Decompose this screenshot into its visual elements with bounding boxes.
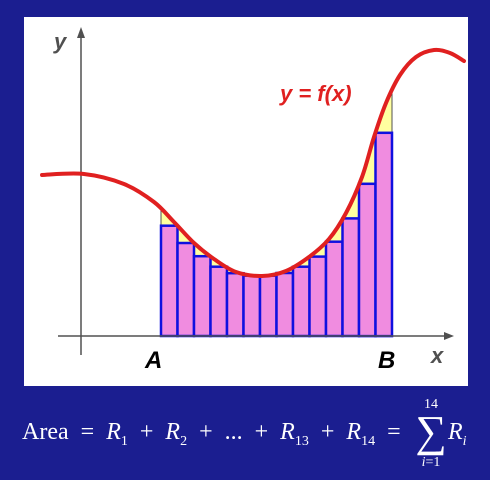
gap-region [210, 256, 227, 267]
subscript-2: 2 [180, 434, 188, 449]
r-symbol: R [106, 419, 121, 445]
plus-sign: + [320, 419, 335, 445]
sum-term-r: R [448, 419, 463, 445]
y-axis-arrow-icon [77, 27, 85, 38]
riemann-rectangle-2 [176, 241, 196, 338]
riemann-rectangle-6 [242, 274, 262, 338]
point-b-label: B [378, 347, 395, 374]
sum-term-subscript: i [462, 434, 467, 449]
sigma-icon: ∑ [415, 407, 447, 456]
subscript-1: 1 [120, 434, 128, 449]
plot-panel: y x A B y = f(x) [24, 17, 468, 386]
point-a-label: A [144, 347, 162, 374]
x-axis-arrow-icon [444, 332, 454, 340]
riemann-rectangle-13 [357, 182, 377, 338]
summation: 14 ∑ i=1 [411, 398, 451, 474]
r-symbol: R [346, 419, 362, 445]
equals-sign: = [387, 419, 401, 445]
y-axis-label: y [53, 29, 68, 54]
gap-region [359, 132, 376, 184]
plus-sign: + [254, 419, 269, 445]
r-symbol: R [280, 419, 295, 445]
riemann-rectangle-9 [291, 265, 311, 338]
plus-sign: + [199, 419, 213, 445]
term-r13: R13 [280, 419, 309, 449]
sum-lower-value: =1 [425, 455, 441, 470]
sum-term: Ri [448, 418, 467, 456]
riemann-rectangle-3 [192, 254, 212, 338]
sum-index: i [421, 455, 426, 470]
riemann-rectangle-7 [258, 274, 278, 338]
term-r14: R14 [346, 419, 375, 449]
gap-region [293, 256, 310, 267]
riemann-sum-formula: Area = R1 + R2 + ... + R13 + R14 = 14 ∑ … [22, 398, 482, 474]
riemann-rectangle-8 [275, 271, 295, 338]
subscript-14: 14 [361, 434, 376, 449]
sum-upper-limit: 14 [424, 397, 438, 412]
area-text: Area [22, 419, 69, 445]
function-curve [40, 47, 466, 279]
x-axis-label: x [430, 343, 444, 368]
riemann-rectangle-11 [324, 240, 344, 338]
gap-region [342, 183, 359, 219]
sum-lower-limit: i=1 [411, 456, 451, 470]
curve-label: y = f(x) [279, 81, 352, 106]
riemann-rectangle-1 [159, 224, 179, 338]
riemann-sum-diagram: y x A B y = f(x) [40, 27, 466, 374]
riemann-rectangle-5 [225, 271, 245, 338]
riemann-rectangle-12 [341, 217, 361, 338]
axes [58, 27, 454, 355]
subscript-13: 13 [294, 434, 309, 449]
equals-sign: = [80, 419, 95, 445]
gap-region [326, 218, 343, 242]
riemann-rectangle-14 [374, 131, 394, 338]
riemann-rectangle-4 [209, 265, 229, 338]
ellipsis: ... [224, 419, 243, 445]
riemann-rectangle-10 [308, 255, 328, 338]
term-r1: R1 [106, 419, 128, 449]
term-r2: R2 [165, 419, 187, 449]
formula-expression: Area = R1 + R2 + ... + R13 + R14 = [22, 418, 407, 456]
r-symbol: R [165, 419, 181, 445]
plus-sign: + [139, 419, 154, 445]
riemann-rectangles [159, 131, 394, 338]
